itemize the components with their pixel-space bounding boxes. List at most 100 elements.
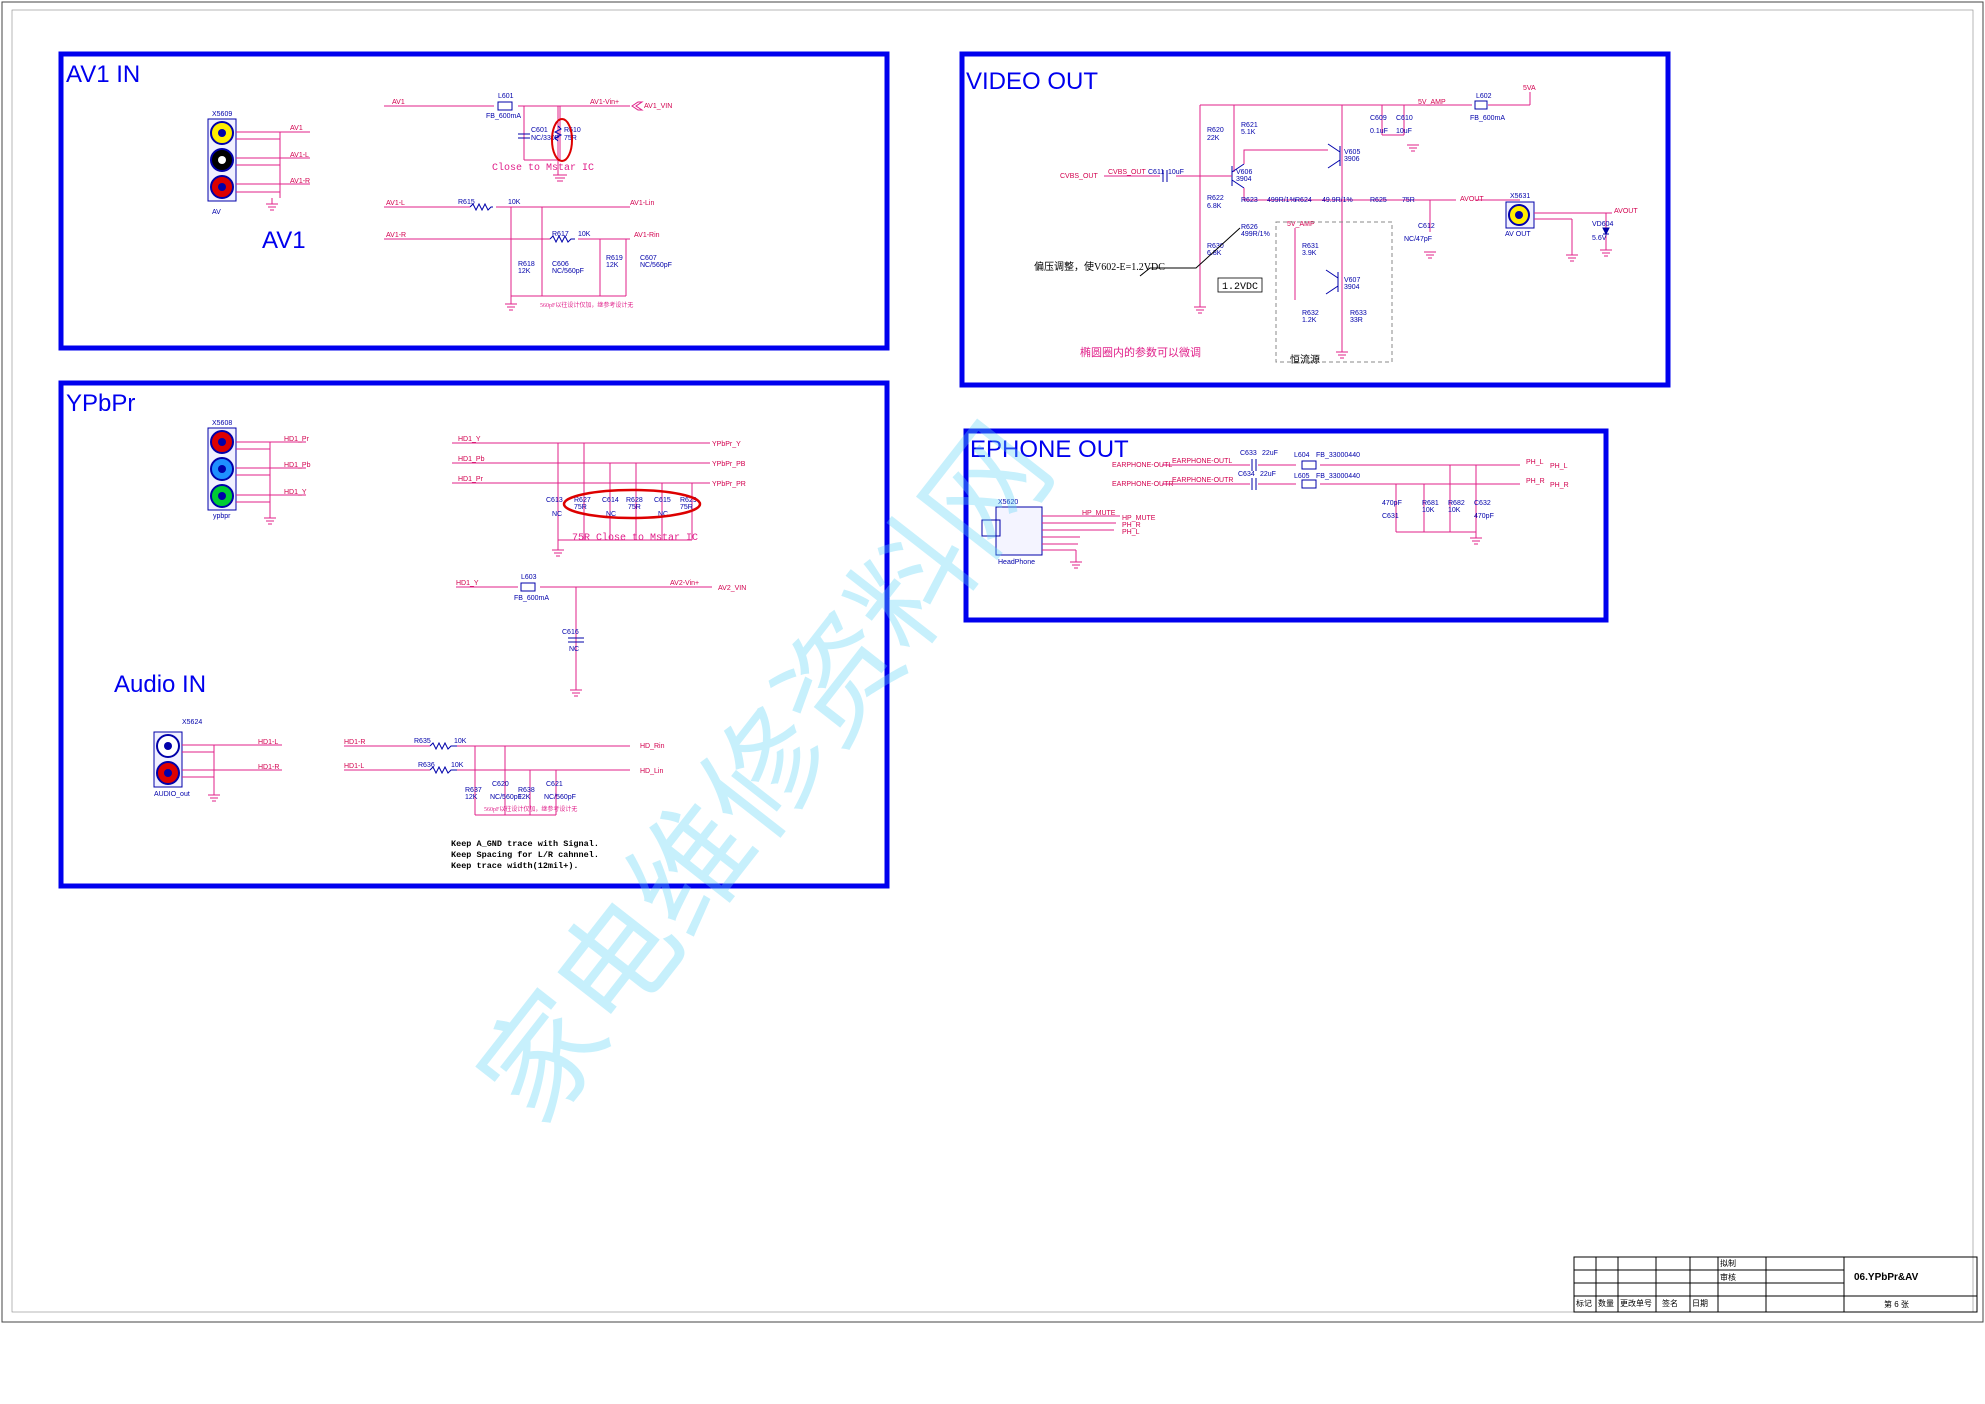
av1-net-video: AV1	[392, 99, 405, 106]
r635-ref: R635	[414, 738, 431, 745]
r629-ref: R629	[680, 497, 697, 504]
c632-ref: C632	[1474, 500, 1491, 507]
v605-transistor-icon	[1327, 143, 1341, 169]
bias-note-leader	[1139, 227, 1241, 277]
audio-note-3: Keep trace width(12mil+).	[451, 861, 579, 871]
l602-ref: L602	[1476, 93, 1492, 100]
c614-val: NC	[606, 511, 616, 518]
headphone-gnd-icon	[1070, 561, 1082, 569]
av2-vin-net: AV2-Vin+	[670, 580, 699, 587]
title-block-grid	[1574, 1257, 1977, 1312]
r618-val: 12K	[518, 268, 531, 275]
avout-wires	[1534, 212, 1612, 255]
ephone-shunt-gnd-icon	[1470, 537, 1482, 545]
av1-audio-l-net: AV1-L	[386, 200, 405, 207]
hp-port-phl: PH_L	[1122, 529, 1140, 536]
audio-l-net: HD1-L	[344, 763, 364, 770]
audio-net-l: HD1-L	[258, 739, 278, 746]
c601-cap-icon	[518, 133, 530, 139]
ypbpr-pr-net: HD1_Pr	[458, 476, 484, 483]
ellipse-note: 椭圆圈内的参数可以微调	[1080, 345, 1201, 359]
ypbpr-y-net: HD1_Y	[458, 436, 481, 443]
r623-ref: R623	[1241, 197, 1258, 204]
ypbpr-connector-wires	[236, 441, 306, 512]
ypbpr-y-port: YPbPr_Y	[712, 441, 741, 448]
c612-ref: C612	[1418, 223, 1435, 230]
c632-val: 470pF	[1474, 513, 1494, 520]
r626-ref: R626	[1241, 224, 1258, 231]
r630-val: 6.8K	[1207, 250, 1222, 257]
l604-val: FB_33000440	[1316, 452, 1360, 459]
tb-col-1: 标记	[1576, 1298, 1592, 1308]
r625-val: 75R	[1402, 197, 1415, 204]
hp-mute-net: HP_MUTE	[1082, 510, 1116, 517]
r637-ref: R637	[465, 787, 482, 794]
c613-val: NC	[552, 511, 562, 518]
yellow-jack-center	[218, 129, 226, 137]
audio-red-jack-center	[164, 769, 172, 777]
ypbpr-connector-ref: X5608	[212, 420, 232, 427]
avout-connector-name: AV OUT	[1505, 231, 1531, 238]
v607-ref: V607	[1344, 277, 1360, 284]
pb-jack-center	[218, 465, 226, 473]
r619-ref: R619	[606, 255, 623, 262]
r635-val: 10K	[454, 738, 467, 745]
ephone-out-box	[963, 428, 1609, 623]
av1-audio-r-net: AV1-R	[386, 232, 406, 239]
r636-val: 10K	[451, 762, 464, 769]
c609-val: 0.1uF	[1370, 128, 1388, 135]
audio-note-2: Keep Spacing for L/R cahnnel.	[451, 850, 599, 860]
video-cc-wires	[1294, 200, 1343, 300]
ypbpr-title: YPbPr	[66, 390, 135, 417]
r628-ref: R628	[626, 497, 643, 504]
ephone-in-r: EARPHONE-OUTR	[1112, 481, 1173, 488]
av1-net-l: AV1-L	[290, 152, 309, 159]
c633-ref: C633	[1240, 450, 1257, 457]
r633-ref: R633	[1350, 310, 1367, 317]
headphone-jack-icon	[981, 519, 1001, 537]
c610-gnd-icon	[1407, 144, 1419, 152]
video-avout-net: AVOUT	[1460, 196, 1484, 203]
ephone-net-r: EARPHONE-OUTR	[1172, 477, 1233, 484]
r618-ref: R618	[518, 261, 535, 268]
vd604-ref: VD604	[1592, 221, 1614, 228]
r632-ref: R632	[1302, 310, 1319, 317]
r615-val: 10K	[508, 199, 521, 206]
r621-ref: R621	[1241, 122, 1258, 129]
r625-ref: R625	[1370, 197, 1387, 204]
bias-note: 偏压调整，使V602-E=1.2VDC	[1034, 260, 1165, 273]
l601-ref: L601	[498, 93, 514, 100]
vd604-val: 5.6V	[1592, 235, 1607, 242]
r622-val: 6.8K	[1207, 203, 1222, 210]
c607-val: NC/560pF	[640, 262, 672, 269]
v605-ref: V605	[1344, 149, 1360, 156]
v606-ref: V606	[1236, 169, 1252, 176]
r628-val: 75R	[628, 504, 641, 511]
headphone-wires	[1042, 515, 1120, 562]
ephone-ph-l-net: PH_L	[1526, 459, 1544, 466]
c615-ref: C615	[654, 497, 671, 504]
audio-lin-port: HD_Lin	[640, 768, 663, 775]
audio-r-net: HD1-R	[344, 739, 365, 746]
title-block-frame	[1573, 1256, 1978, 1313]
av1-vin-net: AV1-Vin+	[590, 99, 619, 106]
tb-drawn: 拟制	[1720, 1258, 1736, 1268]
av1-audio-shunts	[510, 207, 627, 300]
c621-ref: C621	[546, 781, 563, 788]
c616-ref: C616	[562, 629, 579, 636]
vdc-note: 1.2VDC	[1222, 282, 1258, 293]
r629-val: 75R	[680, 504, 693, 511]
av1-connector-name: AV	[212, 209, 221, 216]
c606-val: NC/560pF	[552, 268, 584, 275]
r624-val: 49.9R/1%	[1322, 197, 1353, 204]
tb-checked: 审核	[1720, 1272, 1736, 1282]
r624-ref: R624	[1295, 197, 1312, 204]
ypbpr-gnd-icon	[264, 512, 276, 525]
r681-val: 10K	[1422, 507, 1435, 514]
av1-video-gnd-icon	[553, 174, 567, 182]
l605-ref: L605	[1294, 473, 1310, 480]
av1-rin-port: AV1-Rin	[634, 232, 660, 239]
video-5vamp2-net: 5V_AMP	[1287, 221, 1315, 228]
ypbpr-net-pr: HD1_Pr	[284, 436, 310, 443]
av1-connector-wires	[236, 131, 310, 198]
